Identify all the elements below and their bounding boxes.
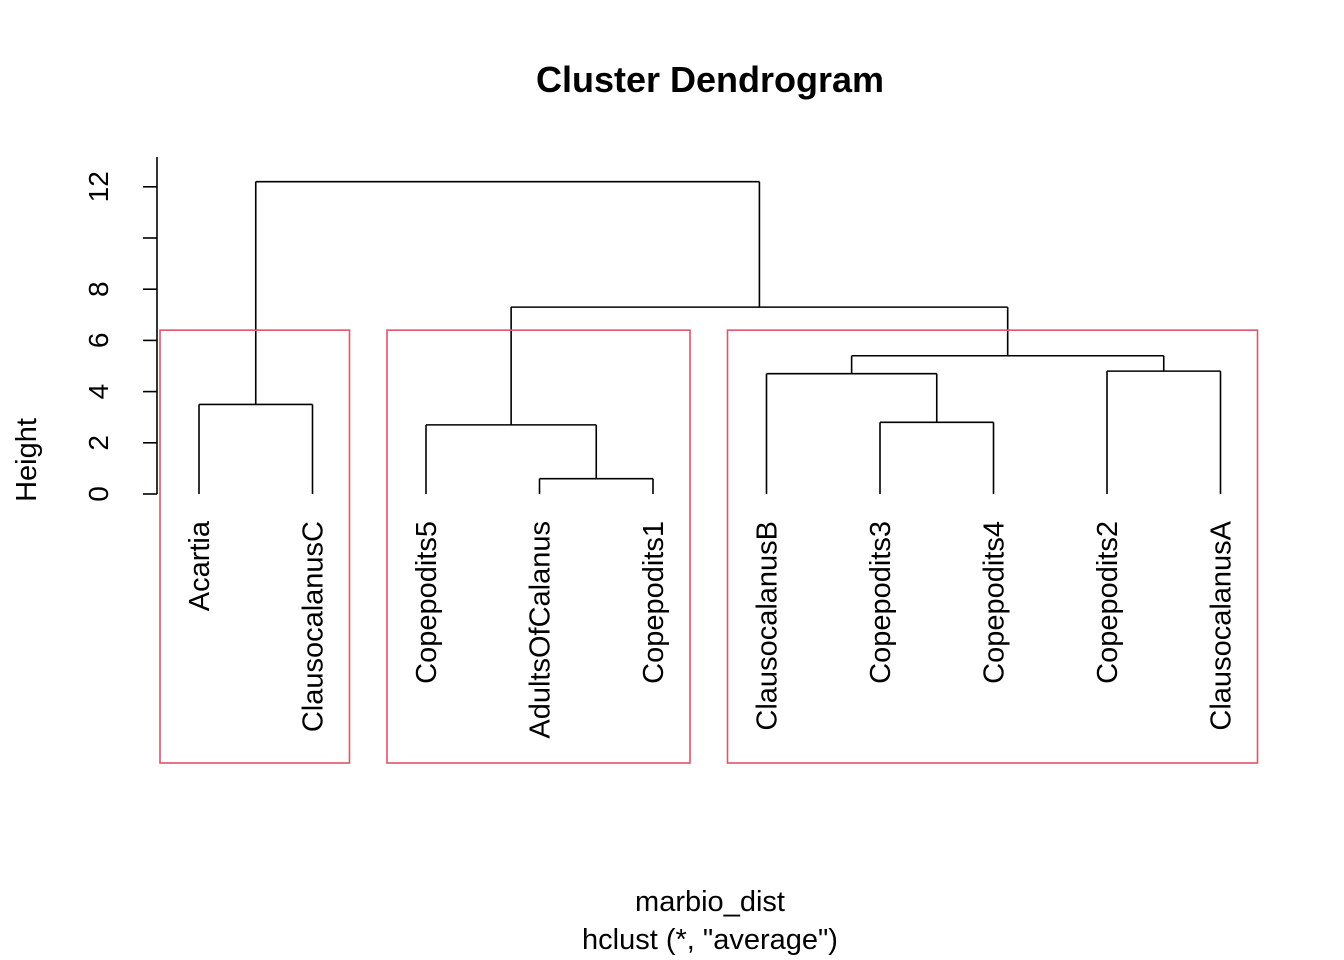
leaf-label: ClausocalanusC: [298, 521, 330, 732]
x-axis-label: marbio_dist: [635, 886, 785, 918]
leaf-label: Copepodits5: [411, 521, 443, 684]
cluster-box: [386, 329, 691, 764]
leaf-label: AdultsOfCalanus: [525, 521, 557, 739]
dendrogram-tree: [198, 180, 1222, 494]
cluster-box: [159, 329, 351, 764]
chart-title: Cluster Dendrogram: [536, 59, 884, 100]
y-tick-label: 6: [83, 333, 114, 349]
y-tick-label: 8: [83, 281, 114, 297]
y-axis: 0 2 4 6 8 12: [83, 157, 158, 502]
y-tick-label: 12: [83, 171, 114, 202]
leaf-label: Copepodits2: [1092, 521, 1124, 684]
chart-subtitle: hclust (*, "average"): [582, 924, 838, 956]
leaf-label: Copepodits3: [865, 521, 897, 684]
cluster-boxes: [159, 329, 1259, 764]
leaf-label: Acartia: [184, 520, 216, 611]
leaf-label: ClausocalanusB: [752, 521, 784, 731]
cluster-box: [726, 329, 1259, 764]
y-tick-label: 0: [83, 486, 114, 502]
y-tick-label: 2: [83, 435, 114, 451]
y-axis-label: Height: [11, 418, 43, 502]
y-tick-label: 4: [83, 384, 114, 400]
leaf-label: Copepodits1: [638, 521, 670, 684]
leaf-label: Copepodits4: [979, 521, 1011, 684]
leaf-labels: Acartia ClausocalanusC Copepodits5 AdultsOf…: [184, 520, 1238, 738]
leaf-label: ClausocalanusA: [1206, 520, 1238, 730]
